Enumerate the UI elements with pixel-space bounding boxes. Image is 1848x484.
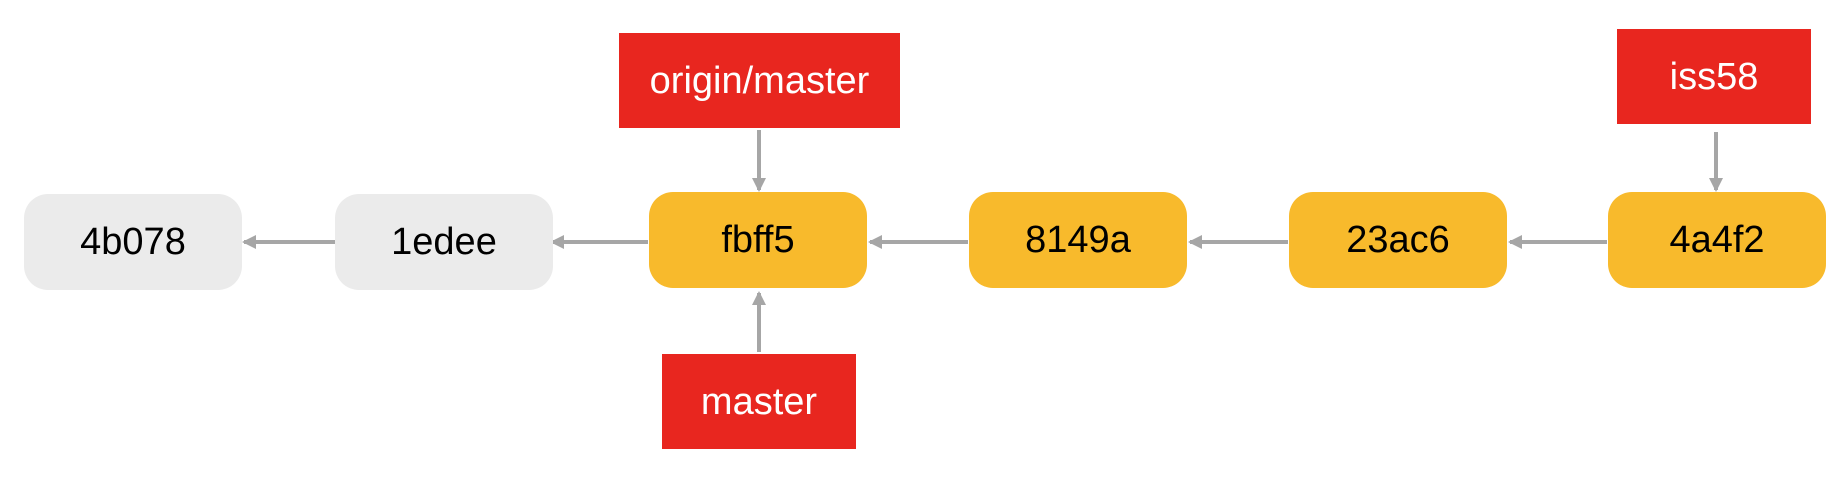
commit-node-fbff5: fbff5 <box>649 192 867 288</box>
commit-node-8149a: 8149a <box>969 192 1187 288</box>
ref-master: master <box>662 354 856 449</box>
commit-label: 4a4f2 <box>1669 219 1765 261</box>
commit-label: 8149a <box>1025 219 1131 261</box>
ref-label: iss58 <box>1669 55 1759 98</box>
commit-node-4a4f2: 4a4f2 <box>1608 192 1826 288</box>
commit-label: 1edee <box>391 221 497 263</box>
ref-label: origin/master <box>649 59 870 102</box>
commit-node-1edee: 1edee <box>335 194 553 290</box>
commit-label: fbff5 <box>721 219 795 261</box>
ref-iss58: iss58 <box>1617 29 1811 124</box>
ref-origin-master: origin/master <box>619 33 900 128</box>
ref-label: master <box>700 380 818 423</box>
commit-node-23ac6: 23ac6 <box>1289 192 1507 288</box>
commit-label: 23ac6 <box>1346 219 1450 261</box>
commit-node-4b078: 4b078 <box>24 194 242 290</box>
commit-label: 4b078 <box>80 221 186 263</box>
